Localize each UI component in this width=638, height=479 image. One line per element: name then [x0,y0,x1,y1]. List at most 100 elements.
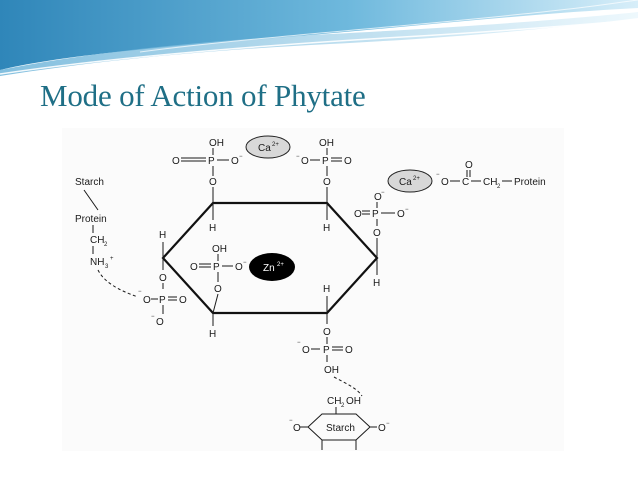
phosphate-group-top-left: OH O P O − O [172,138,243,203]
hydrogen-label: H [159,230,166,241]
amine-label: NH [90,257,104,268]
charge-label: 2+ [413,176,420,182]
ion-circle [387,169,433,193]
anion-minus-label: − [138,289,142,295]
anion-oxygen-label: O [143,295,151,306]
carboxylate-protein-group: − O C O CH 2 Protein [436,160,546,190]
subscript-three-label: 3 [105,264,109,270]
anion-oxygen-label: O [378,423,386,434]
banner-wave-light [0,12,638,76]
oxo-label: O [179,295,187,306]
phosphorus-label: P [208,156,215,167]
hydroxyl-label: OH [209,138,224,149]
hydroxymethyl-label: CH [327,396,341,407]
anion-minus-label: − [243,260,247,266]
oxo-label: O [354,209,362,220]
hydrogen-label: H [323,284,330,295]
ion-circle [245,135,291,159]
anion-oxygen-label: O [156,317,164,328]
anion-minus-label: − [239,154,243,160]
calcium-label: Ca [258,143,271,154]
plus-label: + [110,256,114,262]
calcium-ion-top: Ca 2+ [245,135,291,159]
hydroxyl-label: OH [346,396,361,407]
ring-oxygen-label: O [373,228,381,239]
phosphorus-label: P [213,262,220,273]
anion-oxygen-label: O [374,192,382,203]
calcium-label: Ca [399,177,412,188]
oxo-label: O [190,262,198,273]
anion-minus-label: − [297,340,301,346]
ion-circle [249,253,295,281]
anion-minus-label: − [296,154,300,160]
anion-oxygen-label: O [231,156,239,167]
starch-label: Starch [75,177,104,188]
anion-minus-label: − [386,421,390,427]
anion-minus-label: − [151,314,155,320]
phosphate-group-inner: OH O P O − O [190,244,247,314]
hydroxyl-label: OH [212,244,227,255]
zinc-label: Zn [263,263,275,274]
methylene-label: CH [483,177,497,188]
carboxyl-oxo-label: O [465,160,473,171]
hydroxyl-label: OH [324,365,339,376]
hydrogen-label: H [209,329,216,340]
hydrogen-label: H [323,223,330,234]
subscript-two-label: 2 [341,403,345,409]
slide-title: Mode of Action of Phytate [40,78,366,113]
zinc-ion: Zn 2+ [249,253,295,281]
anion-oxygen-label: O [293,423,301,434]
oxo-label: O [344,156,352,167]
hydrogen-label: H [209,223,216,234]
phosphorus-label: P [322,156,329,167]
phosphate-group-left: − O P O − O [138,289,187,328]
starch-label: Starch [326,423,355,434]
carboxylate-anion-label: O [441,177,449,188]
ring-oxygen-label: O [214,284,222,295]
charge-label: 2+ [272,142,279,148]
subscript-two-label: 2 [104,242,108,248]
anion-oxygen-label: O [301,156,309,167]
phosphate-group-right: O − O P O − O [354,190,409,258]
bond-line [83,189,99,211]
starch-unit: CH 2 OH Starch − O O − [289,396,390,450]
hydrogen-bond-line [333,376,363,397]
phosphorus-label: P [372,209,379,220]
protein-amine-chain: Starch Protein CH 2 NH 3 + [75,177,139,298]
anion-oxygen-label: O [397,209,405,220]
ring-oxygen-label: O [323,177,331,188]
anion-oxygen-label: O [302,345,310,356]
anion-oxygen-label: O [235,262,243,273]
ring-oxygen-label: O [323,327,331,338]
carboxyl-carbon-label: C [462,177,469,188]
ionic-interaction-line [97,269,139,298]
phosphorus-label: P [323,345,330,356]
methylene-label: CH [90,235,104,246]
banner-wave-line [0,19,638,75]
ring-oxygen-label: O [209,177,217,188]
subscript-two-label: 2 [497,184,501,190]
anion-minus-label: − [289,418,293,424]
hydroxyl-label: OH [319,138,334,149]
hydrogen-label: H [373,278,380,289]
slide-header-banner [0,0,638,76]
charge-label: 2+ [277,262,284,268]
protein-label: Protein [514,177,546,188]
diagram-panel [62,128,564,451]
phosphorus-label: P [159,295,166,306]
bond-line [212,293,219,314]
anion-minus-label: − [381,190,385,196]
anion-minus-label: − [405,207,409,213]
phosphate-group-top-right: OH − O P O O [296,138,352,203]
banner-wave-line-2 [139,0,638,53]
oxo-label: O [172,156,180,167]
anion-minus-label: − [436,172,440,178]
calcium-ion-right: Ca 2+ [387,169,433,193]
ring-oxygen-label: O [159,273,167,284]
oxo-label: O [345,345,353,356]
phosphate-group-bottom: − O P O OH [297,340,363,397]
banner-wave-dark [0,0,638,70]
protein-label: Protein [75,214,107,225]
